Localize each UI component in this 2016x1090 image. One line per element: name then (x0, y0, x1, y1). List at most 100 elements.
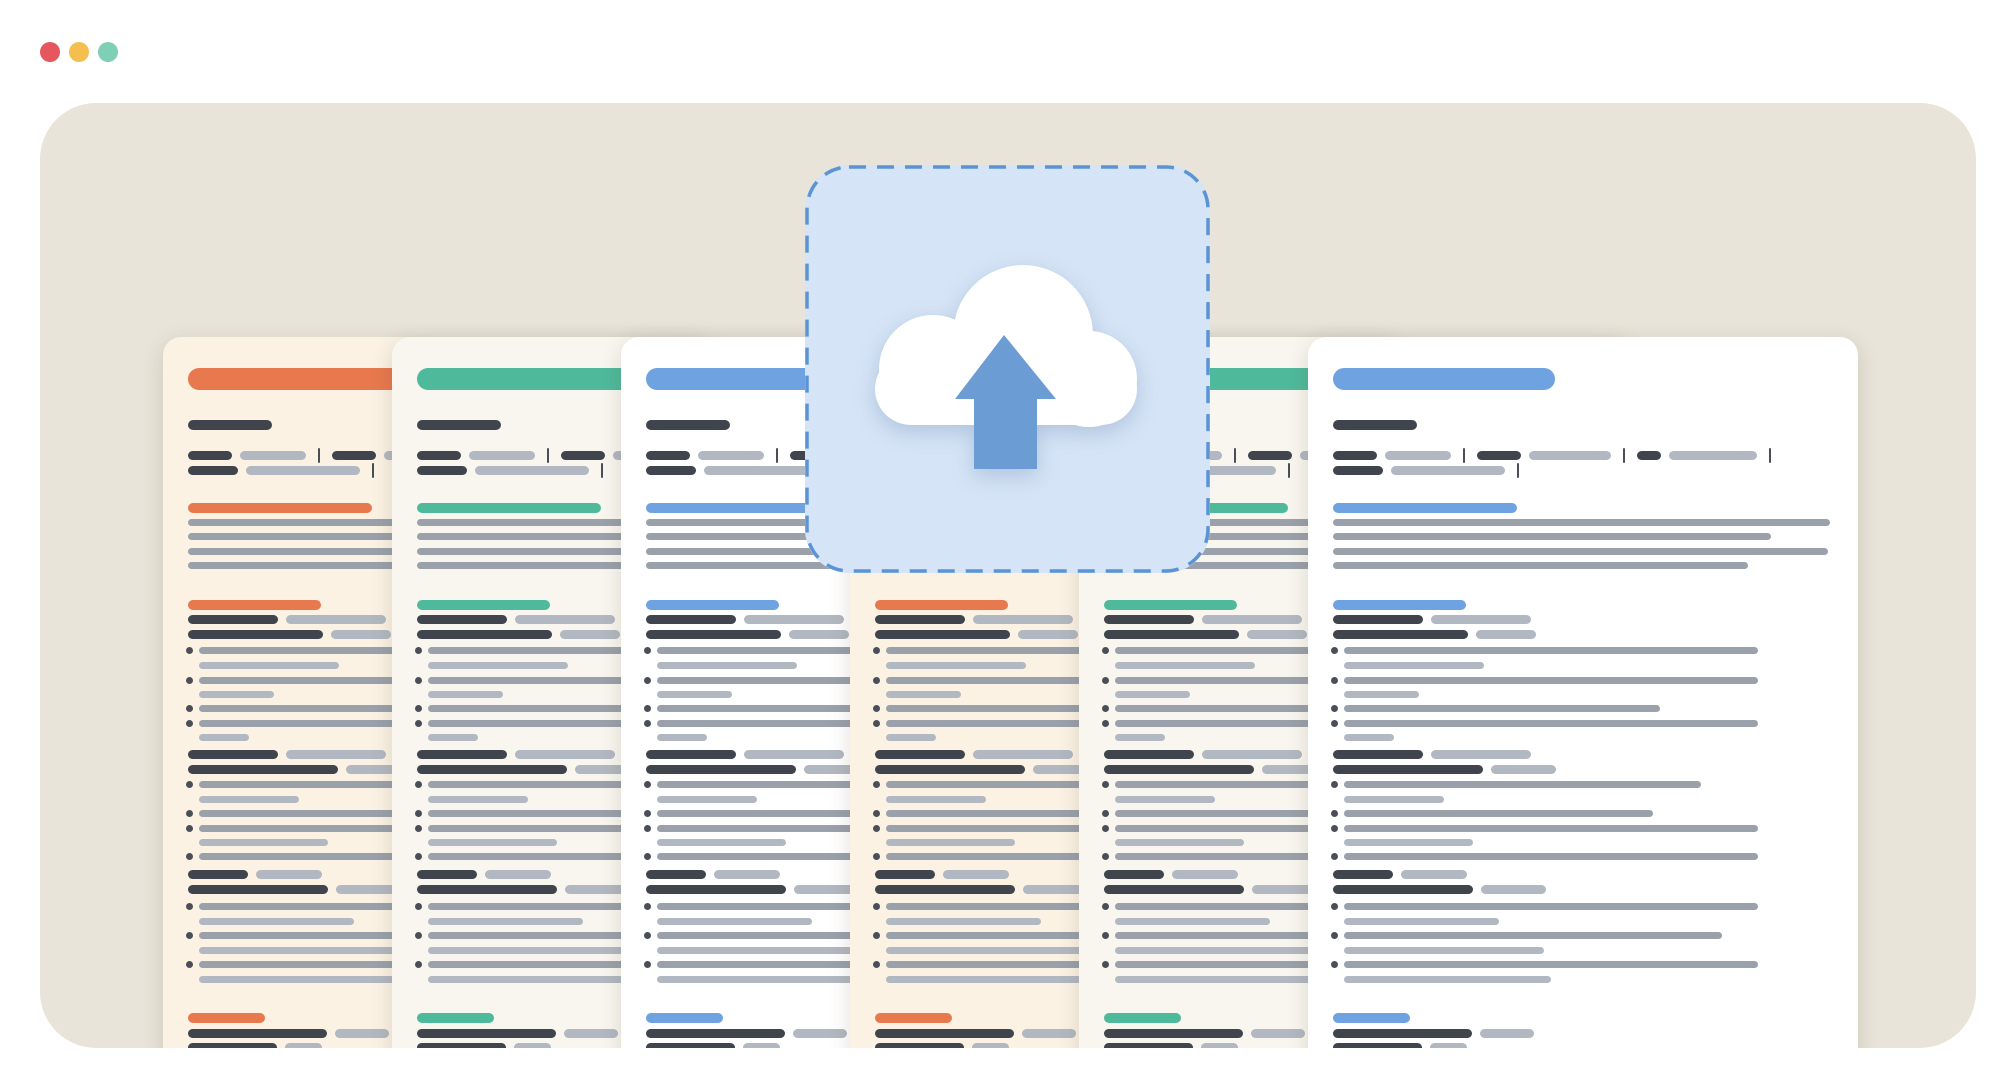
meta-row (417, 765, 640, 774)
minimize-button[interactable] (69, 42, 89, 62)
bullet-continuation (417, 839, 877, 846)
bullet-item (873, 810, 1335, 817)
bullet-text-line (886, 839, 1015, 846)
meta-row (1333, 750, 1531, 759)
bullet-continuation (1333, 662, 1793, 669)
meta-row (188, 463, 378, 478)
section-header-bar (417, 600, 550, 610)
documents-panel (40, 103, 1976, 1048)
bullet-dot (415, 961, 422, 968)
bullet-text-line (428, 662, 568, 669)
bullet-dot (644, 961, 651, 968)
bullet-dot (1102, 932, 1109, 939)
bullet-dot (186, 853, 193, 860)
bullet-text-line (1344, 734, 1394, 741)
bullet-continuation (875, 662, 1335, 669)
bullet-text-line (1344, 932, 1722, 939)
meta-row (1104, 870, 1238, 879)
meta-gray-segment (1481, 885, 1546, 894)
bullet-text-line (1115, 932, 1493, 939)
bullet-text-line (199, 839, 328, 846)
bullet-text-line (199, 976, 406, 983)
bullet-continuation (1104, 976, 1564, 983)
bullet-item (1102, 781, 1564, 788)
meta-gray-segment (973, 750, 1073, 759)
bullet-text-line (1115, 918, 1270, 925)
meta-gray-segment (240, 451, 306, 460)
divider (601, 463, 603, 478)
section-header-bar (875, 600, 1008, 610)
bullet-dot (1331, 853, 1338, 860)
bullet-continuation (1104, 918, 1564, 925)
meta-row (1333, 885, 1546, 894)
zoom-button[interactable] (98, 42, 118, 62)
meta-dark-segment (646, 870, 706, 879)
bullet-text-line (1344, 853, 1758, 860)
bullet-continuation (188, 947, 648, 954)
bullet-item (644, 932, 1106, 939)
meta-dark-segment (646, 750, 736, 759)
bullet-continuation (875, 839, 1335, 846)
dashed-border (805, 165, 1210, 573)
meta-row (875, 1043, 1009, 1048)
bullet-dot (1331, 825, 1338, 832)
bullet-item (186, 781, 648, 788)
bullet-dot (873, 903, 880, 910)
divider (776, 448, 778, 463)
bullet-text-line (657, 839, 786, 846)
divider (1234, 448, 1236, 463)
meta-gray-segment (1529, 451, 1611, 460)
close-button[interactable] (40, 42, 60, 62)
meta-dark-segment (1104, 870, 1164, 879)
upload-dropzone[interactable] (805, 165, 1210, 573)
bullet-text-line (886, 810, 1195, 817)
meta-gray-segment (972, 1043, 1009, 1048)
bullet-text-line (1115, 691, 1190, 698)
bullet-dot (1102, 903, 1109, 910)
meta-gray-segment (1172, 870, 1238, 879)
bullet-text-line (1344, 662, 1484, 669)
bullet-continuation (646, 662, 1106, 669)
bullet-text-line (657, 796, 757, 803)
bullet-text-line (1115, 947, 1315, 954)
bullet-dot (186, 810, 193, 817)
bullet-text-line (428, 918, 583, 925)
bullet-dot (1331, 961, 1338, 968)
bullet-text-line (1344, 677, 1758, 684)
bullet-dot (415, 705, 422, 712)
bullet-text-line (1344, 918, 1499, 925)
meta-gray-segment (564, 1029, 618, 1038)
bullet-text-line (199, 810, 508, 817)
bullet-continuation (188, 839, 648, 846)
meta-dark-segment (188, 451, 232, 460)
meta-gray-segment (286, 750, 386, 759)
section-header-bar (1333, 1013, 1410, 1023)
bullet-text-line (199, 691, 274, 698)
meta-gray-segment (1431, 750, 1531, 759)
bullet-item (644, 781, 1106, 788)
meta-row (417, 870, 551, 879)
meta-gray-segment (1430, 1043, 1467, 1048)
meta-gray-segment (514, 1043, 551, 1048)
bullet-dot (1102, 810, 1109, 817)
meta-gray-segment (335, 1029, 389, 1038)
meta-gray-segment (1385, 451, 1451, 460)
meta-row (1104, 630, 1307, 639)
bullet-item (415, 810, 877, 817)
bullet-text-line (657, 734, 707, 741)
meta-dark-segment (1333, 870, 1393, 879)
bullet-continuation (188, 796, 648, 803)
meta-dark-segment (1104, 1029, 1243, 1038)
section-header-bar (646, 503, 830, 513)
meta-row (1333, 463, 1523, 478)
bullet-dot (644, 825, 651, 832)
meta-row (188, 1043, 322, 1048)
bullet-text-line (1344, 976, 1551, 983)
bullet-dot (873, 720, 880, 727)
meta-gray-segment (336, 885, 401, 894)
bullet-item (1331, 705, 1793, 712)
bullet-dot (186, 781, 193, 788)
bullet-text-line (1115, 734, 1165, 741)
bullet-dot (415, 825, 422, 832)
meta-dark-segment (646, 451, 690, 460)
